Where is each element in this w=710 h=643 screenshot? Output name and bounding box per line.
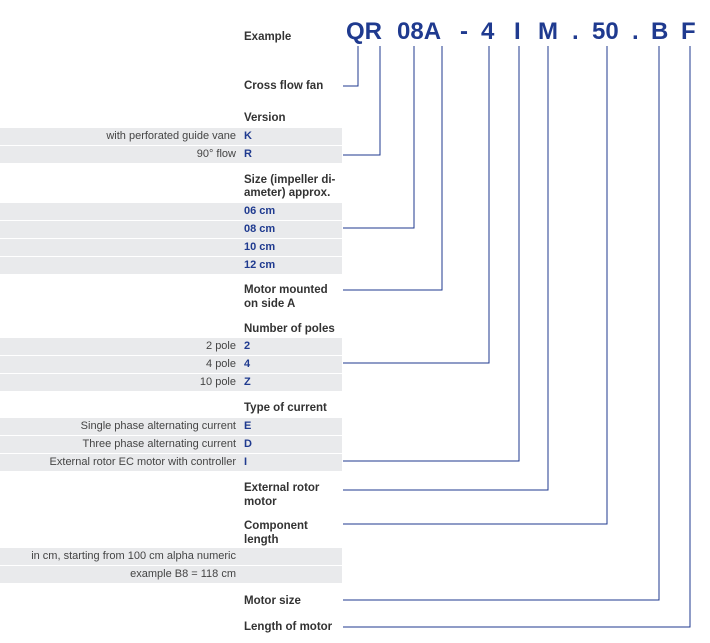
code-part-motor: M [538,18,558,45]
example-label: Example [244,31,292,43]
code-part-motor-length: F [681,18,696,45]
current-desc-1: Single phase alternating current [80,420,236,432]
poles-code-3: Z [244,376,251,388]
current-title: Type of current [244,402,327,414]
poles-code-1: 2 [244,340,251,352]
component-line-2: length [244,534,279,546]
code-part-qr: QR [346,18,382,45]
cross-flow-label: Cross flow fan [244,80,324,92]
component-desc-1: in cm, starting from 100 cm alpha numeri… [31,550,236,562]
code-part-size: 08A [397,18,442,45]
current-code-2: D [244,438,252,450]
current-code-1: E [244,420,252,432]
version-desc-1: with perforated guide vane [106,130,236,142]
size-row-1 [0,203,342,220]
code-part-dot-1: . [572,18,579,45]
version-code-1: K [244,130,252,142]
length-motor-label: Length of motor [244,621,333,633]
current-desc-3: External rotor EC motor with controller [49,456,236,468]
size-row-4 [0,257,342,274]
poles-code-2: 4 [244,358,251,370]
size-code-1: 06 cm [244,205,276,217]
poles-desc-1: 2 pole [206,340,236,352]
size-code-3: 10 cm [244,241,276,253]
connector-poles [343,46,490,364]
code-part-motor-size: B [651,18,669,45]
connector-length-motor [343,46,691,628]
motor-side-line-1: Motor mounted [244,284,328,296]
connector-size [343,46,415,229]
size-code-2: 08 cm [244,223,276,235]
poles-title: Number of poles [244,323,335,335]
poles-row-3 [0,374,342,391]
size-row-2 [0,221,342,238]
motor-size-label: Motor size [244,595,301,607]
version-desc-2: 90° flow [196,148,236,160]
current-row-3 [0,454,342,471]
connector-motor-size [343,46,660,601]
current-code-3: I [244,456,248,468]
component-line-1: Component [244,520,308,532]
connector-ext-rotor [343,46,549,491]
poles-desc-3: 10 pole [199,376,236,388]
version-title: Version [244,112,286,124]
component-desc-2: example B8 = 118 cm [130,568,236,580]
poles-row-1 [0,338,342,355]
size-title-1: Size (impeller di- [244,174,336,186]
component-row-1 [0,548,342,565]
current-row-1 [0,418,342,435]
version-code-2: R [244,148,252,160]
size-code-4: 12 cm [244,259,276,271]
ext-rotor-line-2: motor [244,496,277,508]
version-row-2 [0,146,342,163]
code-part-dash: - [460,18,468,45]
code-part-current: I [514,18,521,45]
connector-motor-side [343,46,443,291]
connector-version [343,46,381,156]
poles-row-2 [0,356,342,373]
ext-rotor-line-1: External rotor [244,482,320,494]
current-desc-2: Three phase alternating current [82,438,236,450]
version-row-1 [0,128,342,145]
size-title-2: ameter) approx. [244,187,331,199]
connector-current [343,46,520,462]
motor-side-line-2: on side A [244,298,296,310]
code-part-length: 50 [592,18,619,45]
connector-cross-flow [343,46,359,87]
component-row-2 [0,566,342,583]
size-row-3 [0,239,342,256]
connector-component [343,46,608,525]
poles-desc-2: 4 pole [206,358,236,370]
code-part-dot-2: . [632,18,639,45]
current-row-2 [0,436,342,453]
code-part-poles: 4 [481,18,495,45]
